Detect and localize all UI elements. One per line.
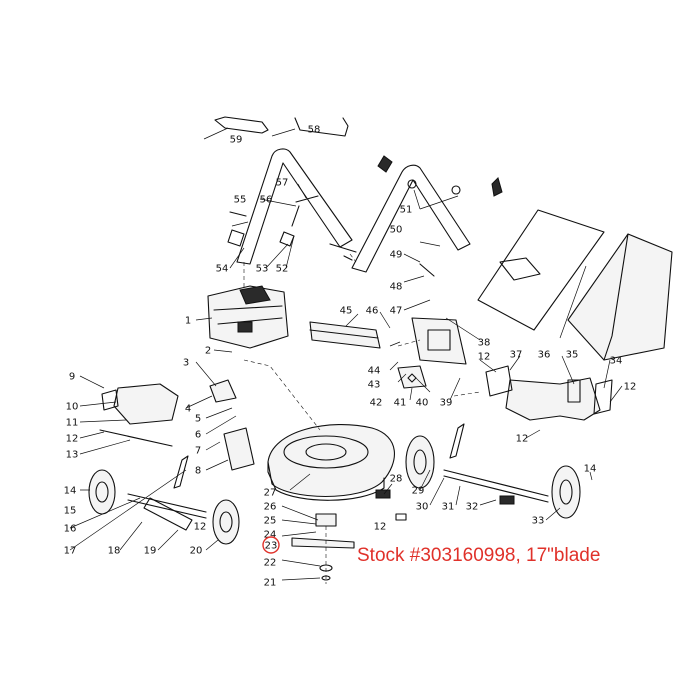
lower-handle-drawing <box>214 116 353 265</box>
stock-caption: Stock #303160998, 17"blade <box>357 545 601 566</box>
part-label-36: 36 <box>538 350 551 361</box>
part-label-12: 12 <box>478 352 491 363</box>
wheels-drawing <box>88 435 581 545</box>
part-label-28: 28 <box>390 474 403 485</box>
front-bumper-drawing <box>99 379 237 447</box>
part-label-57: 57 <box>276 178 289 189</box>
part-label-56: 56 <box>260 195 273 206</box>
part-label-20: 20 <box>190 546 203 557</box>
part-label-46: 46 <box>366 306 379 317</box>
highlight-circle <box>262 536 280 554</box>
part-label-35: 35 <box>566 350 579 361</box>
part-label-11: 11 <box>66 418 79 429</box>
part-label-5: 5 <box>195 414 201 425</box>
part-label-15: 15 <box>64 506 77 517</box>
part-label-6: 6 <box>195 430 201 441</box>
grass-bag-drawing <box>477 209 673 361</box>
rear-frame-drawing <box>485 365 613 421</box>
part-label-17: 17 <box>64 546 77 557</box>
rear-components-drawing <box>309 317 467 389</box>
part-label-8: 8 <box>195 466 201 477</box>
engine-drawing <box>207 285 289 349</box>
part-label-4: 4 <box>185 404 191 415</box>
part-label-9: 9 <box>69 372 75 383</box>
part-label-33: 33 <box>532 516 545 527</box>
leader-lines <box>69 127 623 581</box>
part-label-23: 23 <box>265 541 278 552</box>
part-label-30: 30 <box>416 502 429 513</box>
small-parts-drawing <box>375 373 515 521</box>
part-label-34: 34 <box>610 356 623 367</box>
deck-drawing <box>267 424 395 501</box>
part-label-14: 14 <box>584 464 597 475</box>
part-label-44: 44 <box>368 366 381 377</box>
part-label-12: 12 <box>374 522 387 533</box>
part-label-12: 12 <box>194 522 207 533</box>
part-label-3: 3 <box>183 358 189 369</box>
part-label-53: 53 <box>256 264 269 275</box>
part-label-14: 14 <box>64 486 77 497</box>
part-label-40: 40 <box>416 398 429 409</box>
part-label-58: 58 <box>308 125 321 136</box>
part-label-12: 12 <box>624 382 637 393</box>
upper-handle-drawing <box>329 155 503 277</box>
part-label-42: 42 <box>370 398 383 409</box>
part-label-51: 51 <box>400 205 413 216</box>
part-label-18: 18 <box>108 546 121 557</box>
axles-drawing <box>127 423 549 531</box>
part-label-32: 32 <box>466 502 479 513</box>
part-label-2: 2 <box>205 346 211 357</box>
part-label-1: 1 <box>185 316 191 327</box>
part-label-47: 47 <box>390 306 403 317</box>
part-label-19: 19 <box>144 546 157 557</box>
part-label-12: 12 <box>66 434 79 445</box>
part-label-31: 31 <box>442 502 455 513</box>
part-label-16: 16 <box>64 524 77 535</box>
part-label-50: 50 <box>390 225 403 236</box>
part-label-43: 43 <box>368 380 381 391</box>
part-label-29: 29 <box>412 486 425 497</box>
part-label-21: 21 <box>264 578 277 589</box>
part-label-55: 55 <box>234 195 247 206</box>
part-label-12: 12 <box>516 434 529 445</box>
part-label-52: 52 <box>276 264 289 275</box>
part-label-41: 41 <box>394 398 407 409</box>
part-label-59: 59 <box>230 135 243 146</box>
part-label-48: 48 <box>390 282 403 293</box>
part-label-37: 37 <box>510 350 523 361</box>
blade-assembly-drawing <box>223 427 355 581</box>
part-label-10: 10 <box>66 402 79 413</box>
part-label-25: 25 <box>264 516 277 527</box>
part-label-45: 45 <box>340 306 353 317</box>
part-label-7: 7 <box>195 446 201 457</box>
part-label-38: 38 <box>478 338 491 349</box>
assembly-guides <box>243 253 481 584</box>
part-label-22: 22 <box>264 558 277 569</box>
part-label-39: 39 <box>440 398 453 409</box>
part-label-13: 13 <box>66 450 79 461</box>
part-label-54: 54 <box>216 264 229 275</box>
part-label-27: 27 <box>264 488 277 499</box>
part-label-49: 49 <box>390 250 403 261</box>
part-label-24: 24 <box>264 530 277 541</box>
part-label-26: 26 <box>264 502 277 513</box>
